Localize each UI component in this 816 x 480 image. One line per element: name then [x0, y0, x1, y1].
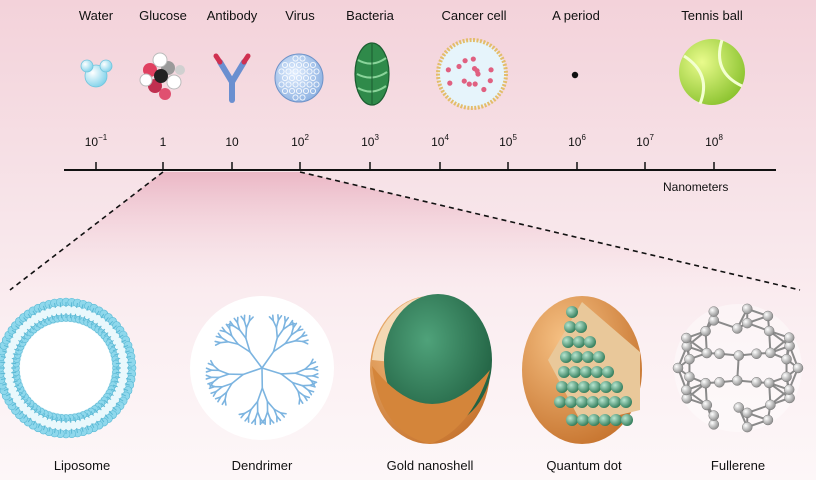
tick-label: 104 [431, 133, 449, 149]
tick-label: 106 [568, 133, 586, 149]
tick-label: 1 [159, 135, 167, 149]
tick-label: 10 [225, 135, 239, 149]
glucose-molecule-icon [139, 52, 185, 100]
tick-label: 108 [705, 133, 723, 149]
scale-label-virus: Virus [285, 8, 315, 23]
tick-label: 10−1 [84, 133, 108, 149]
fullerene-icon [672, 303, 804, 433]
nano-label-quantum-dot: Quantum dot [546, 458, 622, 473]
nano-label-dendrimer: Dendrimer [231, 458, 293, 473]
period-dot-icon [571, 71, 579, 79]
zoom-line-right [299, 171, 801, 291]
antibody-icon [213, 53, 251, 103]
axis-unit-label: Nanometers [663, 180, 729, 194]
nano-label-gold-nanoshell: Gold nanoshell [386, 458, 474, 473]
tennis-ball-icon [679, 39, 745, 105]
axis-ticks [95, 162, 715, 170]
dendrimer-icon [190, 296, 334, 440]
tick-label: 107 [636, 133, 654, 149]
bacteria-icon [354, 42, 390, 106]
scale-label-antibody: Antibody [206, 8, 258, 23]
tick-label: 102 [291, 133, 309, 149]
tick-label: 103 [361, 133, 379, 149]
liposome-icon [0, 297, 137, 439]
scale-label-glucose: Glucose [139, 8, 187, 23]
scale-label-cancer-cell: Cancer cell [441, 8, 507, 23]
cancer-cell-icon [436, 38, 508, 110]
scale-label-bacteria: Bacteria [346, 8, 394, 23]
scale-label-period: A period [552, 8, 600, 23]
quantum-dot-icon [522, 296, 642, 444]
zoom-funnel [10, 172, 800, 290]
virus-icon [274, 53, 324, 103]
nano-label-liposome: Liposome [53, 458, 111, 473]
scale-label-water: Water [78, 8, 114, 23]
nano-label-fullerene: Fullerene [710, 458, 766, 473]
water-droplet-icon [80, 59, 113, 88]
gold-nanoshell-icon [370, 294, 492, 444]
scale-label-tennis-ball: Tennis ball [681, 8, 743, 23]
tick-label: 105 [499, 133, 517, 149]
